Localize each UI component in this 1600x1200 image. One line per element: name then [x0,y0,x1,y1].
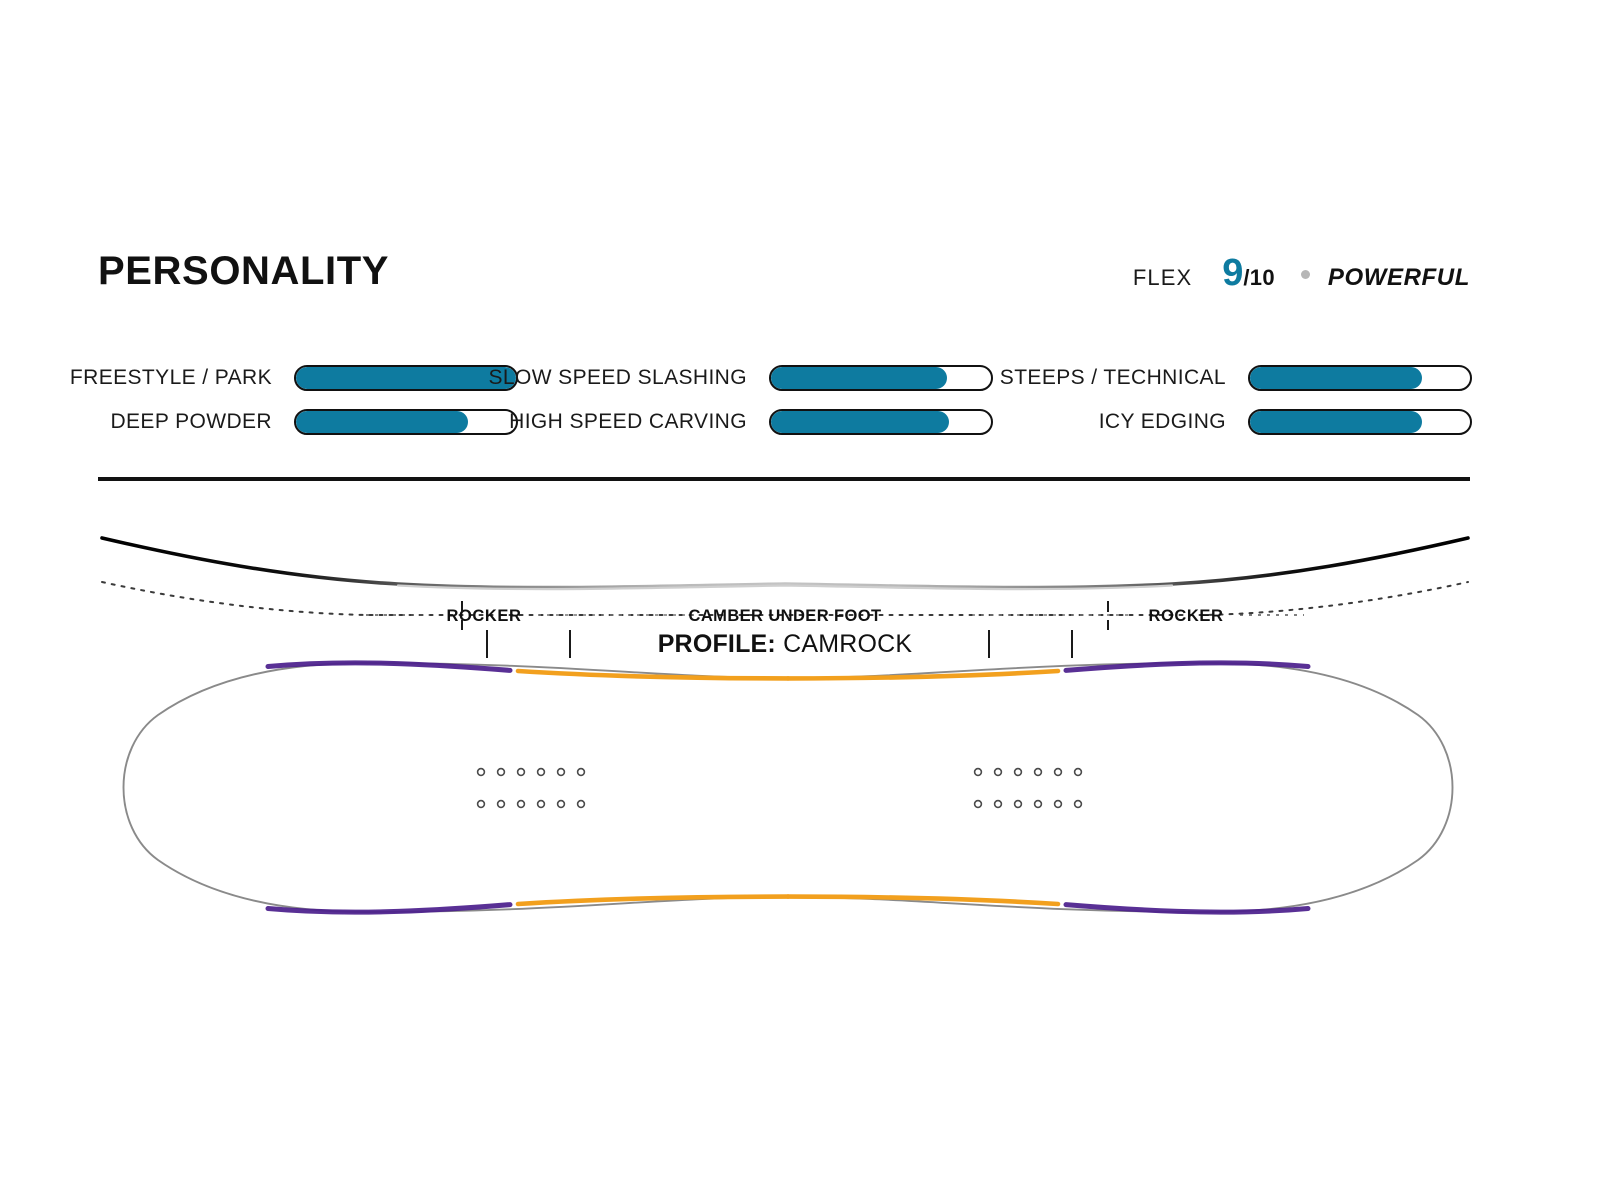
mid-accent-bottom-left [515,894,791,907]
rating-bar-track [1248,409,1472,435]
mid-accent-top-left [515,668,791,681]
rating-bar-track [769,409,993,435]
insert-hole [556,767,566,777]
rating-bar-track [294,409,518,435]
header: PERSONALITY FLEX 9 /10 POWERFUL [98,248,1470,304]
insert-hole [476,767,486,777]
rating-bar-track [769,365,993,391]
profile-diagram: ROCKER CAMBER UNDER FOOT ROCKER PROFILE:… [98,520,1472,680]
mid-accent-bottom-right [785,894,1061,907]
insert-hole [576,767,586,777]
profile-segment-label-camber: CAMBER UNDER FOOT [689,607,882,625]
insert-hole [993,767,1003,777]
insert-hole [536,767,546,777]
flex-label: FLEX [1132,265,1193,290]
rating-row: SLOW SPEED SLASHING [488,356,993,400]
rating-row: DEEP POWDER [98,400,518,444]
rating-row: ICY EDGING [1023,400,1472,444]
insert-hole [476,799,486,809]
tip-accent-top-right [1063,660,1311,673]
rating-bar-track [294,365,518,391]
rating-bar-fill [296,367,516,389]
flex-score-value: 9 [1222,252,1244,294]
insert-hole [1053,767,1063,777]
profile-segment-label-rocker-left: ROCKER [446,607,521,625]
ratings-column-2: SLOW SPEED SLASHING HIGH SPEED CARVING [488,356,993,444]
rating-label: HIGH SPEED CARVING [509,410,747,433]
bullet-dot-icon [1300,270,1310,279]
insert-hole [1033,799,1043,809]
profile-baseline-dotted [101,581,1469,616]
insert-hole [1013,767,1023,777]
page-title: PERSONALITY [98,249,390,293]
tip-accent-bottom-right [1063,902,1311,915]
profile-segment-label-rocker-right: ROCKER [1148,607,1223,625]
profile-caption-value: CAMROCK [783,630,913,658]
insert-hole [1053,799,1063,809]
rating-bar-fill [1250,411,1422,433]
insert-hole [993,799,1003,809]
insert-hole [496,799,506,809]
insert-hole [973,799,983,809]
rating-row: STEEPS / TECHNICAL [1000,356,1472,400]
board-outline [122,662,1454,913]
profile-caption-key: PROFILE: [657,630,776,658]
insert-pack-rear [973,767,1083,809]
profile-camber-shade [396,584,1174,591]
insert-hole [556,799,566,809]
insert-hole [576,799,586,809]
insert-hole [1073,799,1083,809]
board-top-view [98,645,1478,935]
insert-hole [516,799,526,809]
insert-hole [973,767,983,777]
insert-hole [1033,767,1043,777]
insert-hole [536,799,546,809]
flex-out-of: /10 [1243,265,1275,290]
insert-hole [1013,799,1023,809]
rating-bar-track [1248,365,1472,391]
insert-pack-front [476,767,586,809]
rating-bar-fill [296,411,468,433]
rating-label: STEEPS / TECHNICAL [999,366,1226,389]
rating-label: SLOW SPEED SLASHING [488,366,747,389]
insert-hole [516,767,526,777]
rating-label: DEEP POWDER [110,410,272,433]
flex-rating-group: FLEX 9 /10 POWERFUL [1133,254,1470,292]
rating-row: FREESTYLE / PARK [70,356,518,400]
insert-hole [496,767,506,777]
ratings-column-1: FREESTYLE / PARK DEEP POWDER [70,356,518,444]
rating-row: HIGH SPEED CARVING [509,400,993,444]
profile-caption: PROFILE: CAMROCK [98,630,1472,659]
ratings-column-3: STEEPS / TECHNICAL ICY EDGING [1000,356,1472,444]
rating-bar-fill [1250,367,1422,389]
rating-bar-fill [771,367,947,389]
insert-hole [1073,767,1083,777]
section-divider [98,477,1470,481]
profile-camber-line [100,536,1470,590]
rating-bar-fill [771,411,950,433]
mid-accent-top-right [785,668,1061,681]
flex-descriptor: POWERFUL [1327,264,1470,291]
rating-label: FREESTYLE / PARK [69,366,272,389]
tip-accent-top-left [265,660,513,673]
rating-label: ICY EDGING [1098,410,1226,433]
tip-accent-bottom-left [265,902,513,915]
